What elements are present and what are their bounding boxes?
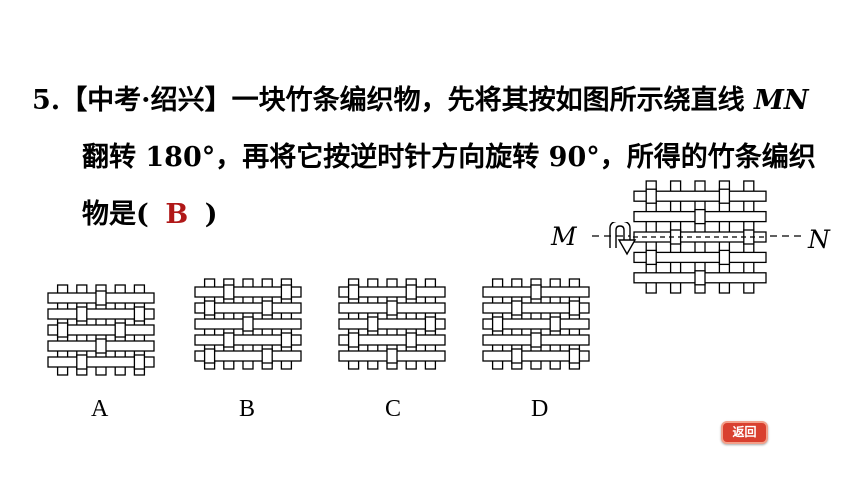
option-b-figure[interactable]: [194, 278, 302, 370]
question-line-3: 物是( B): [82, 198, 218, 232]
flip-axis: [592, 222, 804, 256]
option-d-figure[interactable]: [482, 278, 590, 370]
original-weave-figure: [633, 180, 767, 294]
flip-arrow-icon: [609, 222, 637, 256]
label-n: N: [808, 225, 830, 254]
question-text-2: 翻转 180°，再将它按逆时针方向旋转 90°，所得的竹条编织: [82, 142, 816, 173]
question-text-3-prefix: 物是(: [82, 199, 149, 230]
question-line-2: 翻转 180°，再将它按逆时针方向旋转 90°，所得的竹条编织: [82, 141, 816, 175]
option-b-label[interactable]: B: [239, 396, 256, 422]
back-button[interactable]: 返回: [721, 421, 768, 444]
option-a-figure[interactable]: [47, 284, 155, 376]
question-number: 5.: [32, 85, 61, 116]
option-c-label[interactable]: C: [385, 396, 402, 422]
question-line-1: 5.【中考·绍兴】一块竹条编织物，先将其按如图所示绕直线 MN: [32, 84, 809, 118]
question-text-3-suffix: ): [204, 199, 218, 230]
question-text-1: 一块竹条编织物，先将其按如图所示绕直线: [231, 85, 754, 116]
answer-choice: B: [165, 199, 189, 230]
option-d-label[interactable]: D: [531, 396, 549, 422]
line-name: MN: [754, 85, 809, 116]
option-c-figure[interactable]: [338, 278, 446, 370]
option-a-label[interactable]: A: [91, 396, 109, 422]
question-source: 【中考·绍兴】: [60, 85, 232, 116]
label-m: M: [551, 222, 577, 251]
